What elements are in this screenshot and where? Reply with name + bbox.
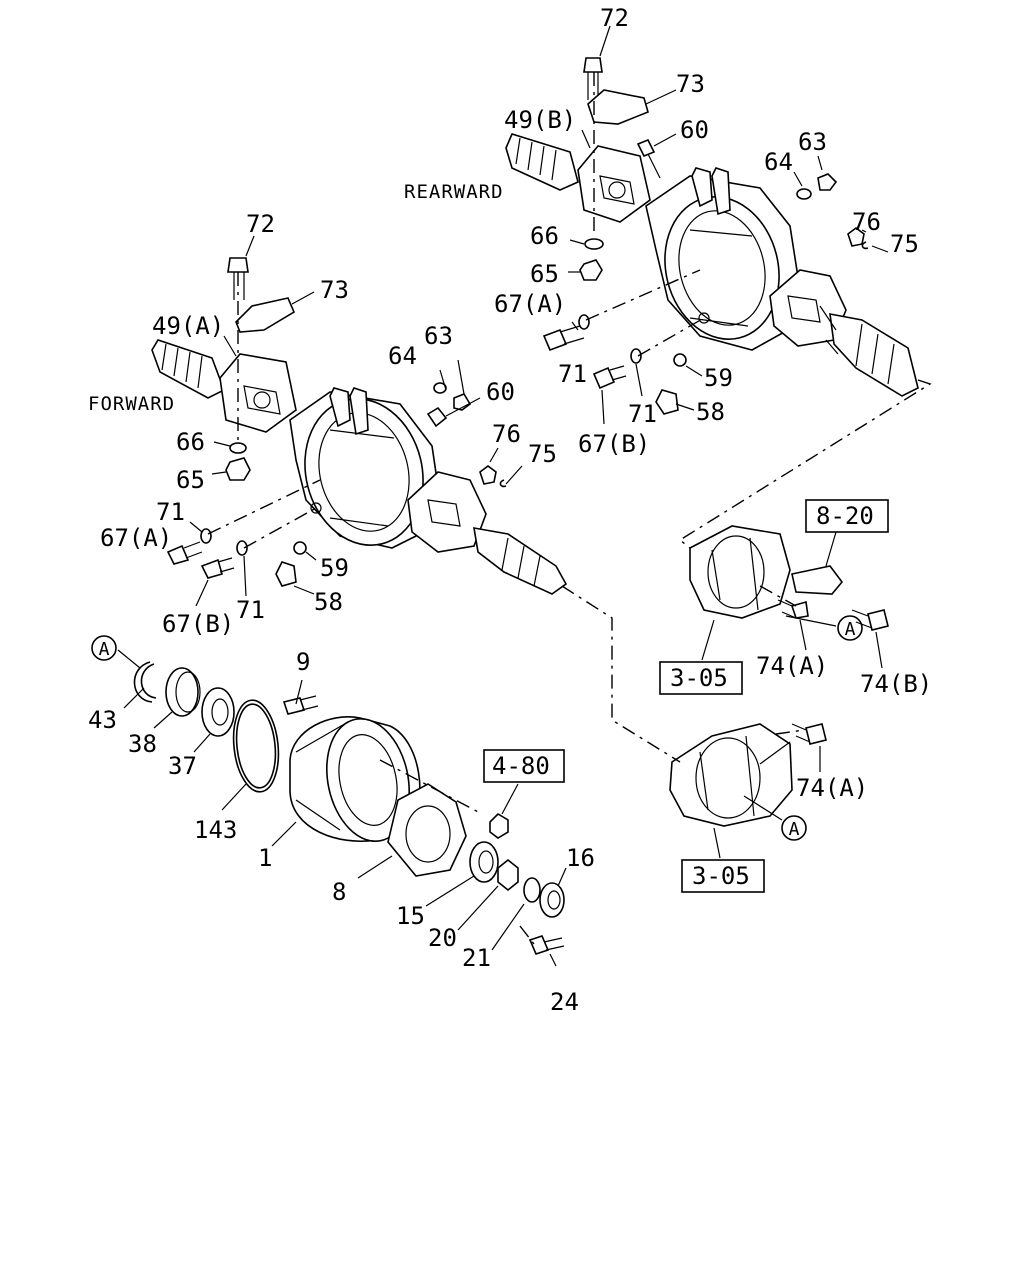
ref-box-3-05-lower: 3-05 bbox=[692, 862, 750, 890]
callout-74a-lower: 74(A) bbox=[796, 774, 868, 802]
callout-66-lower: 66 bbox=[176, 428, 205, 456]
callout-63-lower: 63 bbox=[424, 322, 453, 350]
callout-76-upper: 76 bbox=[852, 208, 881, 236]
fastener-hardware bbox=[166, 57, 889, 745]
callout-49a: 49(A) bbox=[152, 312, 224, 340]
callout-71-upper-b: 71 bbox=[628, 400, 657, 428]
callout-72-upper: 72 bbox=[600, 4, 629, 32]
callout-71-upper-a: 71 bbox=[558, 360, 587, 388]
callout-21: 21 bbox=[462, 944, 491, 972]
callout-60-upper: 60 bbox=[680, 116, 709, 144]
circle-marker-a-mid: A bbox=[845, 619, 856, 640]
rearward-label: REARWARD bbox=[404, 181, 504, 203]
callout-58-upper: 58 bbox=[696, 398, 725, 426]
callout-143: 143 bbox=[194, 816, 237, 844]
part-callouts: 72 73 49(B) 60 63 64 76 75 66 65 67(A) 7… bbox=[88, 4, 932, 1016]
callout-38: 38 bbox=[128, 730, 157, 758]
direction-labels: REARWARD FORWARD bbox=[88, 181, 504, 415]
ref-box-3-05-upper: 3-05 bbox=[670, 664, 728, 692]
callout-67b-upper: 67(B) bbox=[578, 430, 650, 458]
callout-65-upper: 65 bbox=[530, 260, 559, 288]
callout-64-lower: 64 bbox=[388, 342, 417, 370]
callout-64-upper: 64 bbox=[764, 148, 793, 176]
callout-1: 1 bbox=[258, 844, 272, 872]
callout-24: 24 bbox=[550, 988, 579, 1016]
circle-marker-a-left: A bbox=[99, 639, 110, 660]
callout-20: 20 bbox=[428, 924, 457, 952]
callout-63-upper: 63 bbox=[798, 128, 827, 156]
callout-76-lower: 76 bbox=[492, 420, 521, 448]
hub-drum-group bbox=[133, 661, 565, 955]
callout-15: 15 bbox=[396, 902, 425, 930]
reference-boxes: 8-20 3-05 4-80 3-05 bbox=[483, 499, 889, 893]
callout-74a-right: 74(A) bbox=[756, 652, 828, 680]
callout-75-upper: 75 bbox=[890, 230, 919, 258]
front-axle-housing bbox=[151, 339, 568, 595]
brake-anchor-plates bbox=[669, 525, 844, 827]
callout-72-lower: 72 bbox=[246, 210, 275, 238]
circle-markers: A A A bbox=[91, 615, 863, 841]
callout-37: 37 bbox=[168, 752, 197, 780]
callout-74b: 74(B) bbox=[860, 670, 932, 698]
callout-67b-lower: 67(B) bbox=[162, 610, 234, 638]
callout-73-lower: 73 bbox=[320, 276, 349, 304]
callout-66-upper: 66 bbox=[530, 222, 559, 250]
callout-71-lower-b: 71 bbox=[236, 596, 265, 624]
callout-59-lower: 59 bbox=[320, 554, 349, 582]
callout-67a-lower: 67(A) bbox=[100, 524, 172, 552]
alignment-dashed-lines bbox=[207, 72, 932, 945]
callout-8: 8 bbox=[332, 878, 346, 906]
ref-box-8-20: 8-20 bbox=[816, 502, 874, 530]
callout-43: 43 bbox=[88, 706, 117, 734]
ref-box-4-80: 4-80 bbox=[492, 752, 550, 780]
callout-9: 9 bbox=[296, 648, 310, 676]
forward-label: FORWARD bbox=[88, 393, 175, 415]
callout-60-lower: 60 bbox=[486, 378, 515, 406]
leader-lines bbox=[117, 25, 889, 967]
circle-marker-a-lower: A bbox=[789, 819, 800, 840]
callout-59-upper: 59 bbox=[704, 364, 733, 392]
callout-49b: 49(B) bbox=[504, 106, 576, 134]
callout-75-lower: 75 bbox=[528, 440, 557, 468]
callout-16: 16 bbox=[566, 844, 595, 872]
callout-65-lower: 65 bbox=[176, 466, 205, 494]
callout-67a-upper: 67(A) bbox=[494, 290, 566, 318]
rear-axle-housing bbox=[505, 133, 919, 397]
callout-71-lower-a: 71 bbox=[156, 498, 185, 526]
callout-58-lower: 58 bbox=[314, 588, 343, 616]
callout-73-upper: 73 bbox=[676, 70, 705, 98]
